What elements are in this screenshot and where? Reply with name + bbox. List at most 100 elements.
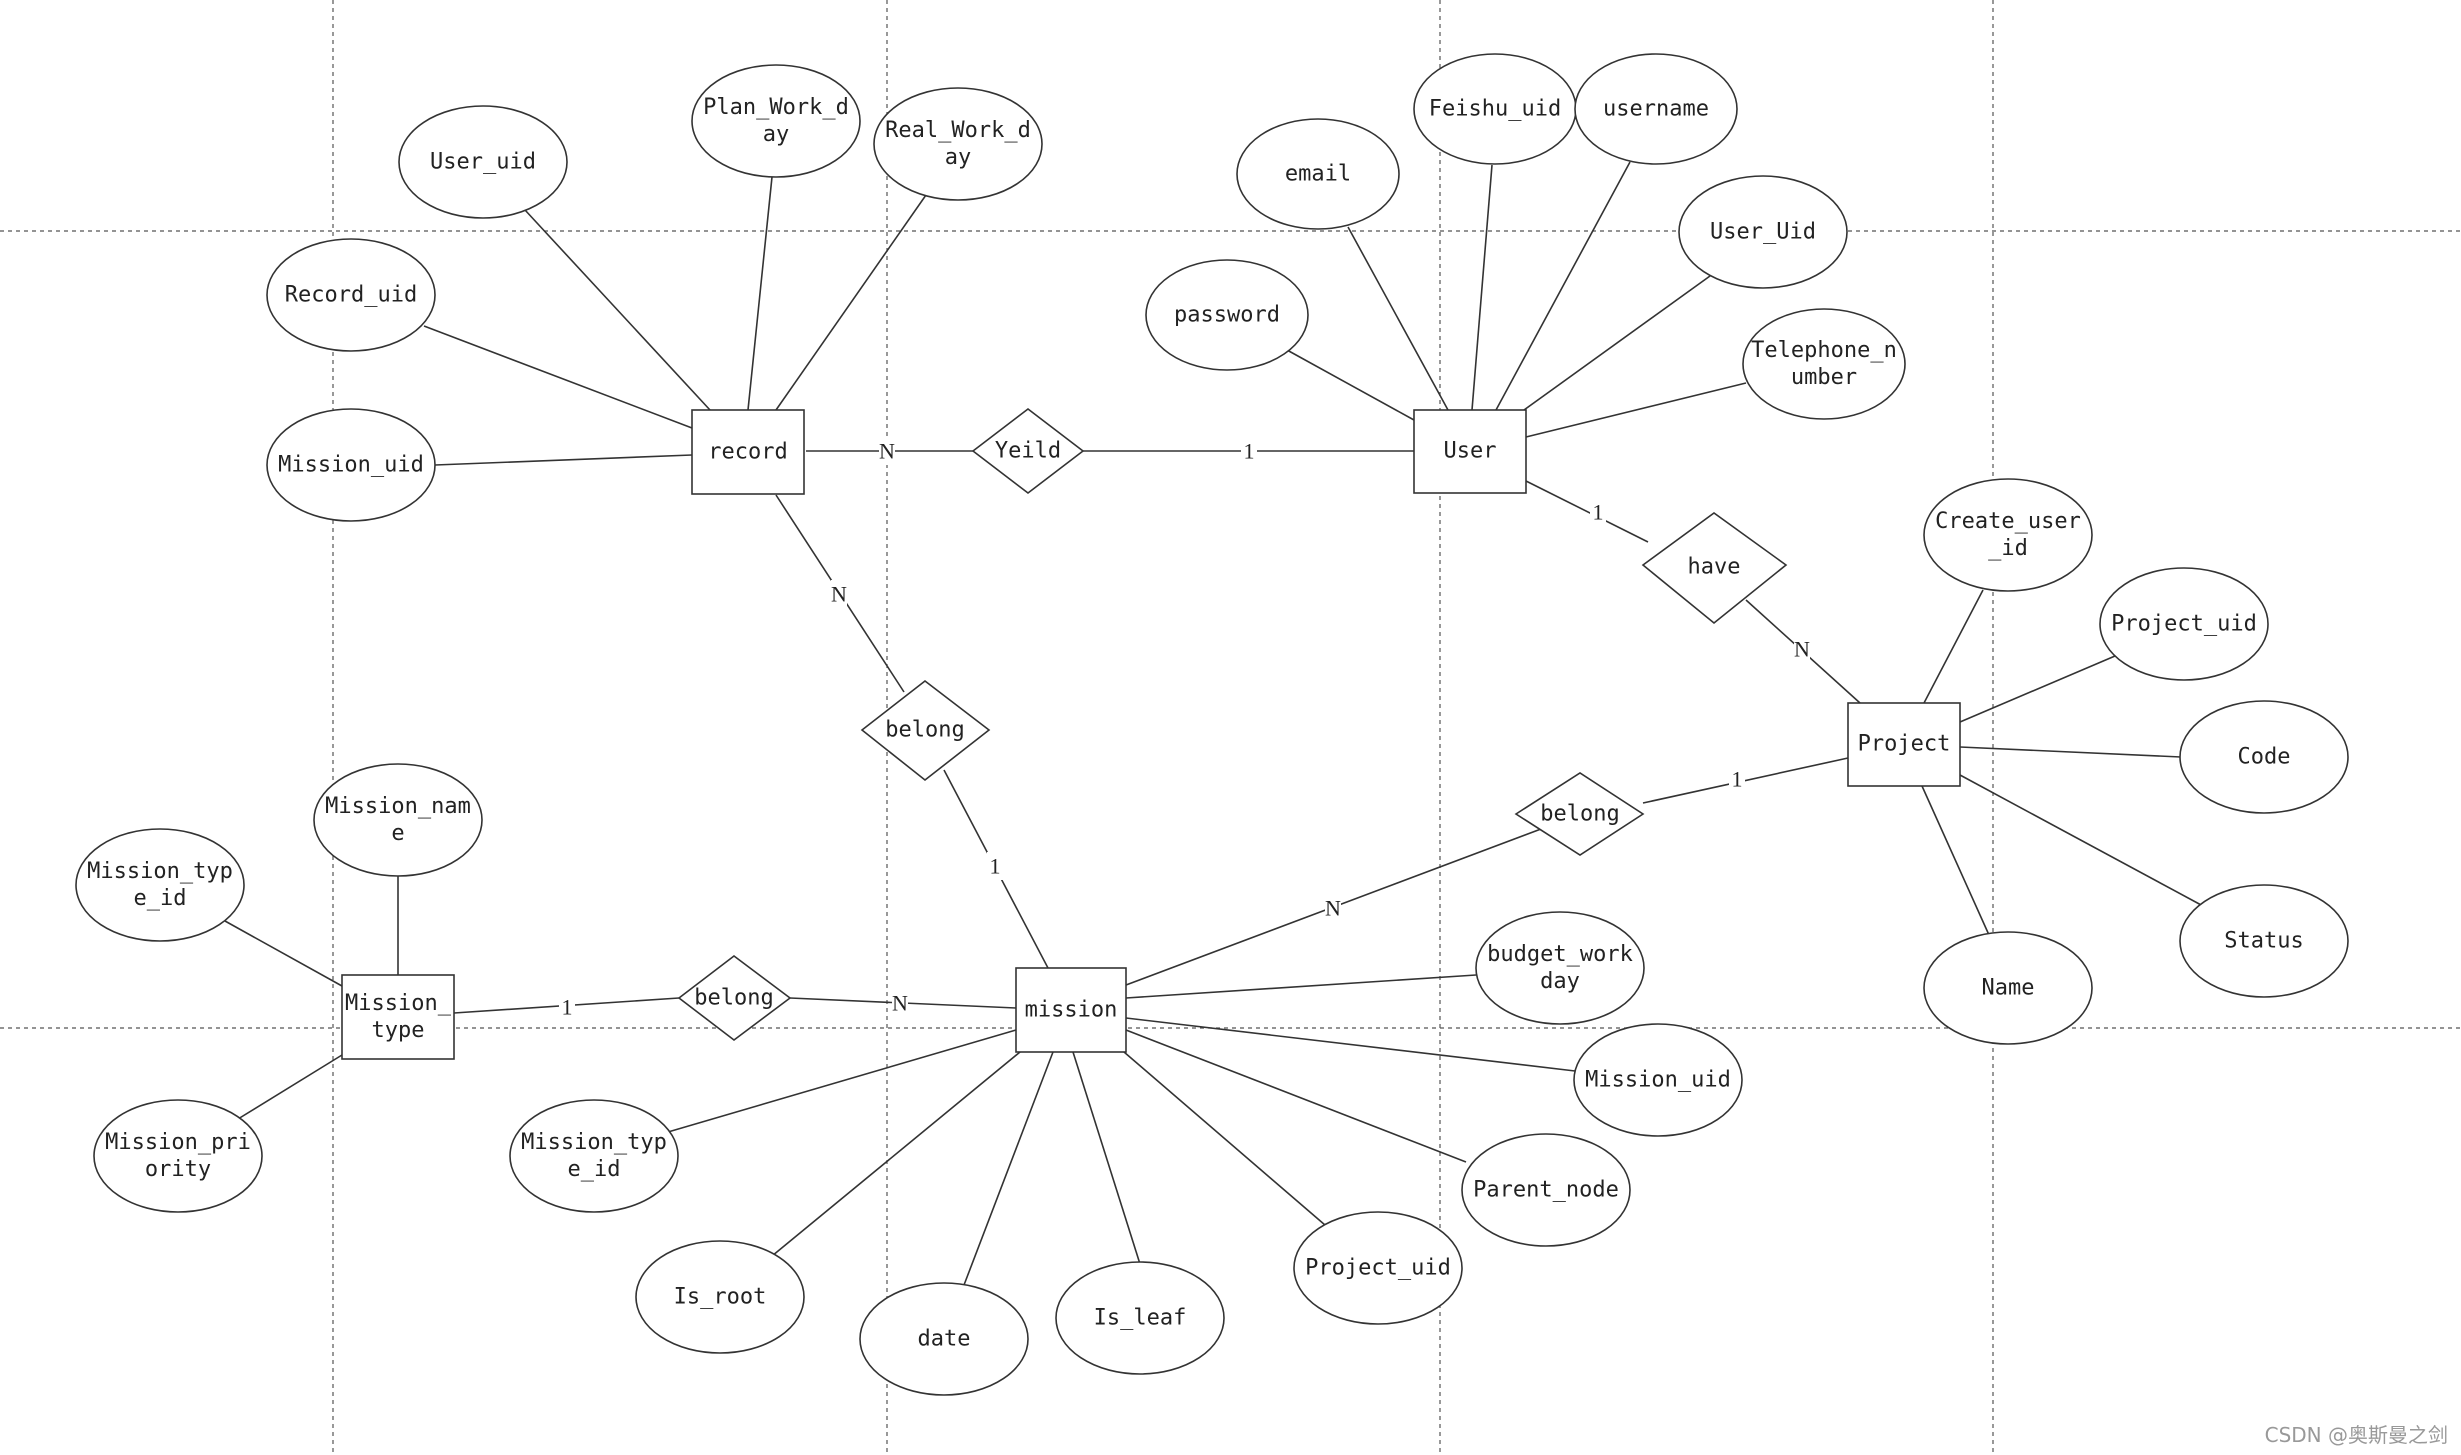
label-line: Parent_node xyxy=(1473,1178,1619,1203)
connector-user-username xyxy=(1495,161,1631,411)
label-line: Feishu_uid xyxy=(1429,97,1561,122)
cardinality-label: N xyxy=(1325,896,1341,921)
attribute-ellipse xyxy=(398,105,568,219)
attribute-ellipse xyxy=(93,1099,263,1213)
attribute-user-feishu-uid: Feishu_uid xyxy=(1413,53,1577,165)
attribute-label: Status xyxy=(2224,929,2303,954)
attribute-user-user-uid: User_Uid xyxy=(1678,175,1848,289)
entity-box xyxy=(1015,967,1127,1053)
connector-belong-project xyxy=(1642,757,1849,804)
attribute-ellipse xyxy=(1678,175,1848,289)
connector-mission-mission-uid xyxy=(1125,1017,1576,1072)
label-line: belong xyxy=(694,986,773,1011)
attribute-project-name: Name xyxy=(1923,931,2093,1045)
connector-record-plan-work-day xyxy=(747,176,773,411)
label-line: Project_uid xyxy=(1305,1256,1451,1281)
label-line: Is_leaf xyxy=(1094,1306,1187,1331)
entity-label: mission xyxy=(1025,998,1118,1023)
label-line: day xyxy=(1540,969,1580,994)
relationship-diamond xyxy=(860,679,991,782)
attribute-label: email xyxy=(1285,162,1351,187)
attribute-label: Project_uid xyxy=(2111,612,2257,637)
cardinality-record-belong: N xyxy=(831,580,847,608)
cardinality-have-project: N xyxy=(1794,635,1810,663)
label-line: User xyxy=(1444,439,1497,464)
attribute-label: Name xyxy=(1982,976,2035,1001)
label-line: Record_uid xyxy=(285,283,417,308)
label-line: Mission_pri xyxy=(105,1130,251,1155)
attribute-label: User_uid xyxy=(430,150,536,175)
attribute-ellipse xyxy=(2179,700,2349,814)
attribute-ellipse xyxy=(691,64,861,178)
label-line: Code xyxy=(2238,745,2291,770)
connector-user-email xyxy=(1347,226,1449,411)
connector-mission-budget xyxy=(1125,974,1477,999)
cardinality-label: N xyxy=(879,439,895,464)
cardinality-belong-mission: 1 xyxy=(987,852,1003,880)
label-line: _id xyxy=(1988,536,2028,561)
attribute-ellipse xyxy=(1573,1023,1743,1137)
connector-record-real-work-day xyxy=(775,194,927,411)
attribute-project-code: Code xyxy=(2179,700,2349,814)
attribute-ellipse xyxy=(1236,118,1400,230)
attribute-mission-date: date xyxy=(859,1282,1029,1396)
attribute-ellipse xyxy=(2179,884,2349,998)
attribute-ellipse xyxy=(266,408,436,522)
attribute-ellipse xyxy=(1574,53,1738,165)
attribute-label: Mission_uid xyxy=(278,453,424,478)
cardinality-label: N xyxy=(831,582,847,607)
attribute-ellipse xyxy=(1475,911,1645,1025)
connector-mission-is-leaf xyxy=(1072,1051,1141,1265)
attribute-ellipse xyxy=(859,1282,1029,1396)
label-line: record xyxy=(708,440,787,465)
attribute-connectors xyxy=(224,161,2204,1286)
label-line: Mission_ xyxy=(345,991,452,1016)
entity-record: record xyxy=(691,409,805,495)
cardinality-backdrop xyxy=(559,993,575,1021)
label-line: e xyxy=(391,821,404,846)
label-line: Plan_Work_d xyxy=(703,95,849,120)
label-line: email xyxy=(1285,162,1351,187)
label-line: date xyxy=(918,1327,971,1352)
attribute-project-create-user-id: Create_user_id xyxy=(1923,478,2093,592)
relationships: Yeild have belong belong belong xyxy=(677,407,1788,1042)
entity-label: Mission_type xyxy=(345,991,452,1043)
attribute-mission-mission-uid: Mission_uid xyxy=(1573,1023,1743,1137)
connector-mission-project-uid xyxy=(1123,1051,1326,1226)
label-line: ority xyxy=(145,1157,211,1182)
connector-project-project-uid xyxy=(1959,655,2116,723)
relationship-diamond xyxy=(1514,772,1645,856)
attribute-ellipse xyxy=(509,1099,679,1213)
attribute-ellipse xyxy=(1293,1211,1463,1325)
connector-type-mission-priority xyxy=(237,1054,343,1120)
cardinality-backdrop xyxy=(892,989,908,1017)
connector-project-name xyxy=(1921,785,1990,936)
watermark: CSDN @奥斯曼之剑 xyxy=(2265,1423,2448,1447)
cardinality-mission-belong-project: N xyxy=(1325,894,1341,922)
attribute-label: username xyxy=(1603,97,1709,122)
label-line: Mission_typ xyxy=(87,859,233,884)
entity-label: Project xyxy=(1858,732,1951,757)
entity-project: Project xyxy=(1847,702,1961,787)
relationship-diamond xyxy=(971,407,1085,495)
relationship-label: belong xyxy=(885,718,964,743)
label-line: type xyxy=(372,1018,425,1043)
connector-user-have xyxy=(1525,480,1649,543)
attribute-record-user-uid: User_uid xyxy=(398,105,568,219)
attribute-label: Is_root xyxy=(674,1285,767,1310)
label-line: mission xyxy=(1025,998,1118,1023)
relationship-have: have xyxy=(1641,512,1788,625)
attribute-user-password: password xyxy=(1145,259,1309,371)
entity-label: User xyxy=(1444,439,1497,464)
